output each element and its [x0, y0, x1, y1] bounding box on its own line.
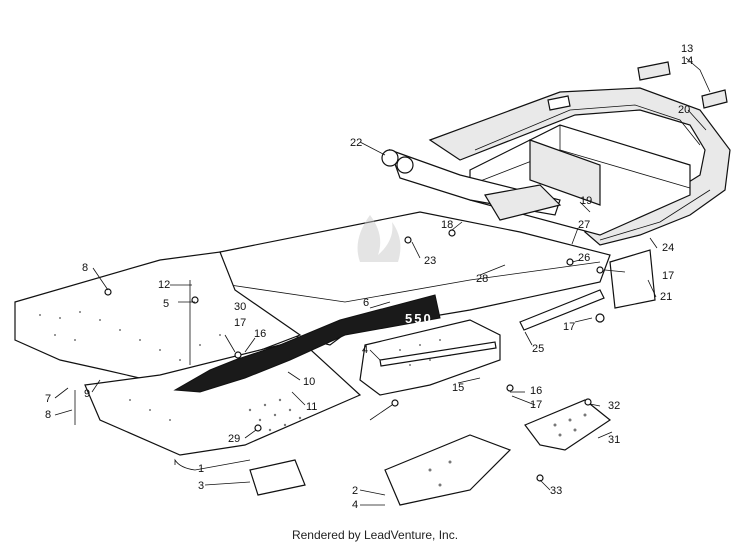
leader-lines — [54, 57, 711, 506]
callout-7: 7 — [45, 393, 51, 405]
callout-22: 23 — [424, 255, 436, 267]
callout-6: 6 — [363, 297, 369, 309]
callout-31: 32 — [608, 400, 620, 412]
callout-3: 3 — [198, 480, 204, 492]
cover-plate-3 — [249, 459, 306, 496]
callout-9: 9 — [84, 388, 90, 400]
callout-18: 19 — [580, 195, 592, 207]
callout-23: 24 — [662, 242, 674, 254]
front-footrest-panel — [84, 339, 362, 456]
callout-2: 2 — [352, 485, 358, 497]
footer-credit: Rendered by LeadVenture, Inc. — [291, 528, 459, 542]
seat-frame — [381, 149, 562, 221]
callout-14: 14 — [681, 55, 693, 67]
callout-12: 12 — [158, 279, 170, 291]
decal-text: 550 — [405, 311, 433, 326]
callout-13: 13 — [681, 43, 693, 55]
torque-rod — [519, 289, 605, 331]
callout-28: 29 — [228, 433, 240, 445]
callout-10: 10 — [303, 376, 315, 388]
callout-17-b: 17 — [530, 399, 542, 411]
callout-labels: 1 2 3 4 4 5 6 7 8 8 9 10 11 12 13 14 15 … — [45, 43, 693, 511]
callout-25: 26 — [578, 252, 590, 264]
callout-1: 1 — [198, 463, 204, 475]
callout-26: 27 — [578, 219, 590, 231]
callout-19: 20 — [678, 104, 690, 116]
callout-29: 30 — [234, 301, 246, 313]
callout-17-d: 17 — [662, 270, 674, 282]
left-running-board — [14, 251, 302, 386]
callout-4-a: 4 — [352, 499, 358, 511]
callout-5: 5 — [163, 298, 169, 310]
mounting-bracket-2 — [384, 434, 512, 506]
mounting-bracket-30 — [524, 399, 612, 451]
callout-20: 21 — [660, 291, 672, 303]
snow-flap — [609, 249, 656, 309]
callout-4-b: 4 — [362, 344, 368, 356]
tie-rod — [379, 341, 497, 367]
callout-17-a: 17 — [234, 317, 246, 329]
end-cap-13-14 — [637, 61, 671, 81]
callout-16-a: 16 — [254, 328, 266, 340]
watermark-logo — [357, 215, 401, 262]
callout-30: 31 — [608, 434, 620, 446]
callout-24: 25 — [532, 343, 544, 355]
callout-17-e: 18 — [441, 219, 453, 231]
callout-16-b: 16 — [530, 385, 542, 397]
callout-21: 22 — [350, 137, 362, 149]
callout-17-c: 17 — [563, 321, 575, 333]
callout-32: 33 — [550, 485, 562, 497]
callout-15: 15 — [452, 382, 464, 394]
hardware — [74, 229, 604, 482]
callout-8-a: 8 — [82, 262, 88, 274]
callout-8-b: 8 — [45, 409, 51, 421]
side-decal: 550 — [173, 294, 441, 393]
end-cap-19 — [701, 89, 728, 109]
callout-27: 28 — [476, 273, 488, 285]
callout-11: 11 — [306, 401, 317, 413]
